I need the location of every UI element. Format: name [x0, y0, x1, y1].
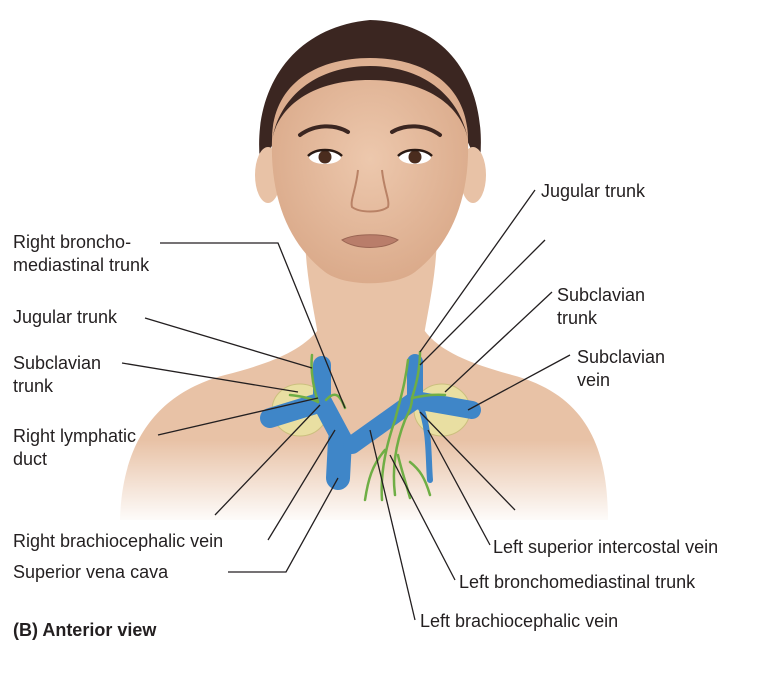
- torso: [110, 285, 620, 525]
- face: [271, 58, 469, 284]
- thoracic-duct: [380, 358, 410, 502]
- leader-right-brachiocephalic-vein-2: [214, 404, 321, 516]
- left-bronchomediastinal-lymph-trunk: [392, 396, 414, 497]
- leader-right-lymphatic-duct: [157, 397, 319, 436]
- left-jugular-lymph-trunk: [410, 350, 422, 400]
- label-right-subclavian-trunk: Subclavian trunk: [13, 353, 102, 396]
- leader-left-jugular-trunk: [419, 189, 536, 353]
- left-brachiocephalic-vein-shape: [343, 391, 424, 454]
- lymphatic-trunks: [288, 350, 447, 502]
- left-eyebrow: [390, 124, 442, 137]
- leader-left-jugular-trunk-2: [419, 239, 546, 366]
- torso-fade: [110, 440, 620, 525]
- veins: [260, 354, 481, 490]
- label-left-subclavian-vein: Subclavian vein: [577, 347, 666, 390]
- mouth: [341, 234, 399, 248]
- mediastinal-lymph-plexus: [363, 448, 432, 502]
- label-left-superior-intercostal-vein: Left superior intercostal vein: [493, 537, 719, 557]
- nose: [350, 169, 390, 213]
- label-right-brachiocephalic-vein: Right brachiocephalic vein: [13, 531, 224, 551]
- leader-left-superior-intercostal-vein: [427, 429, 491, 546]
- label-left-brachiocephalic-vein: Left brachiocephalic vein: [420, 611, 619, 631]
- leader-left-brachiocephalic-vein: [369, 429, 416, 621]
- label-right-jugular-trunk: Jugular trunk: [13, 307, 118, 327]
- label-right-bronchomediastinal-trunk: Right broncho- mediastinal trunk: [13, 232, 150, 275]
- leader-right-subclavian-trunk: [121, 362, 299, 393]
- leader-right-bronchomediastinal-trunk: [160, 242, 346, 409]
- figure-caption: (B) Anterior view: [13, 620, 157, 640]
- leader-lines: [121, 189, 571, 621]
- left-subclavian-lymph-trunk: [410, 393, 447, 400]
- right-eye: [307, 148, 343, 164]
- label-left-jugular-trunk: Jugular trunk: [541, 181, 646, 201]
- hair: [259, 20, 481, 175]
- leader-left-subclavian-vein: [467, 354, 571, 411]
- label-superior-vena-cava: Superior vena cava: [13, 562, 169, 582]
- leader-left-bronchomediastinal-trunk: [389, 454, 456, 581]
- leader-superior-vena-cava: [228, 477, 339, 573]
- label-left-subclavian-trunk: Subclavian trunk: [557, 285, 646, 328]
- hairline: [272, 66, 468, 140]
- leader-left-subclavian-trunk: [444, 291, 553, 393]
- label-left-bronchomediastinal-trunk: Left bronchomediastinal trunk: [459, 572, 696, 592]
- superior-vena-cava-shape: [326, 428, 352, 490]
- right-subclavian-lymph-trunk: [288, 393, 320, 404]
- left-subclavian-vein-shape: [406, 391, 481, 419]
- label-right-lymphatic-duct: Right lymphatic duct: [13, 426, 137, 469]
- left-superior-intercostal-vein-shape: [417, 402, 433, 483]
- right-jugular-lymph-trunk: [310, 353, 320, 404]
- left-eye: [397, 148, 433, 164]
- leader-left-superior-intercostal-vein-2: [419, 411, 516, 511]
- right-eyebrow: [298, 124, 350, 137]
- leader-right-jugular-trunk: [144, 317, 313, 369]
- leader-right-brachiocephalic-vein: [267, 429, 336, 541]
